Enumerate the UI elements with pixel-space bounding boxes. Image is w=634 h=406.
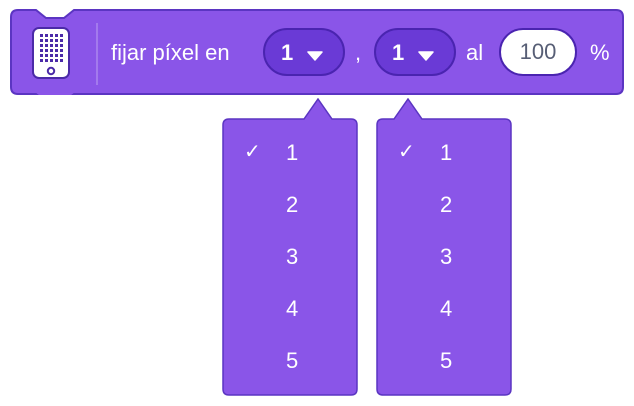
led-dot xyxy=(50,49,53,52)
pixel-x-menu: ✓ 1 2 3 4 5 xyxy=(222,98,358,396)
led-dot xyxy=(45,54,48,57)
led-dot xyxy=(40,59,43,62)
led-dot xyxy=(55,39,58,42)
led-dot xyxy=(45,49,48,52)
led-dot xyxy=(40,49,43,52)
led-dot xyxy=(50,59,53,62)
menu-option[interactable]: 4 xyxy=(286,296,299,321)
led-dot xyxy=(55,34,58,37)
led-dot xyxy=(40,34,43,37)
led-dot xyxy=(50,44,53,47)
menu-option[interactable]: 3 xyxy=(286,244,299,269)
checkmark-icon: ✓ xyxy=(244,141,261,163)
comma-separator: , xyxy=(355,40,362,65)
menu-option[interactable]: 2 xyxy=(286,192,299,217)
pixel-y-menu: ✓ 1 2 3 4 5 xyxy=(376,98,512,396)
percent-label: % xyxy=(590,40,610,65)
led-dot xyxy=(45,44,48,47)
caret-down-icon xyxy=(418,51,434,61)
pixel-x-dropdown[interactable]: 1 xyxy=(263,28,345,76)
led-dot xyxy=(60,54,63,57)
led-dot xyxy=(50,54,53,57)
led-dot xyxy=(50,34,53,37)
led-matrix-device-icon xyxy=(32,27,70,79)
pixel-y-dropdown[interactable]: 1 xyxy=(374,28,456,76)
menu-option[interactable]: ✓ 1 xyxy=(244,140,299,165)
pixel-y-value: 1 xyxy=(392,40,405,65)
set-pixel-block[interactable]: fijar píxel en 1 , 1 al 100 % xyxy=(10,9,624,95)
led-dot xyxy=(45,59,48,62)
led-dot xyxy=(55,59,58,62)
block-divider xyxy=(96,23,98,85)
menu-option[interactable]: 3 xyxy=(440,244,453,269)
menu-background xyxy=(222,98,358,396)
led-dot xyxy=(45,34,48,37)
led-dot xyxy=(40,44,43,47)
led-dot xyxy=(60,44,63,47)
menu-option[interactable]: 4 xyxy=(440,296,453,321)
led-dot xyxy=(55,44,58,47)
brightness-value: 100 xyxy=(519,39,557,64)
checkmark-icon: ✓ xyxy=(398,141,415,163)
menu-option[interactable]: 5 xyxy=(440,348,453,373)
led-dot xyxy=(60,34,63,37)
led-dot xyxy=(60,59,63,62)
led-dot xyxy=(55,54,58,57)
al-label: al xyxy=(466,40,484,65)
led-dot xyxy=(50,39,53,42)
set-pixel-label: fijar píxel en xyxy=(111,40,230,65)
led-dot xyxy=(45,39,48,42)
menu-option[interactable]: 5 xyxy=(286,348,299,373)
led-dot xyxy=(55,49,58,52)
led-dot xyxy=(40,54,43,57)
menu-option[interactable]: 2 xyxy=(440,192,453,217)
led-dot xyxy=(60,49,63,52)
menu-option[interactable]: ✓ 1 xyxy=(398,140,453,165)
led-dot xyxy=(40,39,43,42)
led-dot xyxy=(60,39,63,42)
pixel-x-value: 1 xyxy=(281,40,294,65)
menu-background xyxy=(376,98,512,396)
brightness-input[interactable]: 100 xyxy=(499,28,577,76)
caret-down-icon xyxy=(307,51,323,61)
